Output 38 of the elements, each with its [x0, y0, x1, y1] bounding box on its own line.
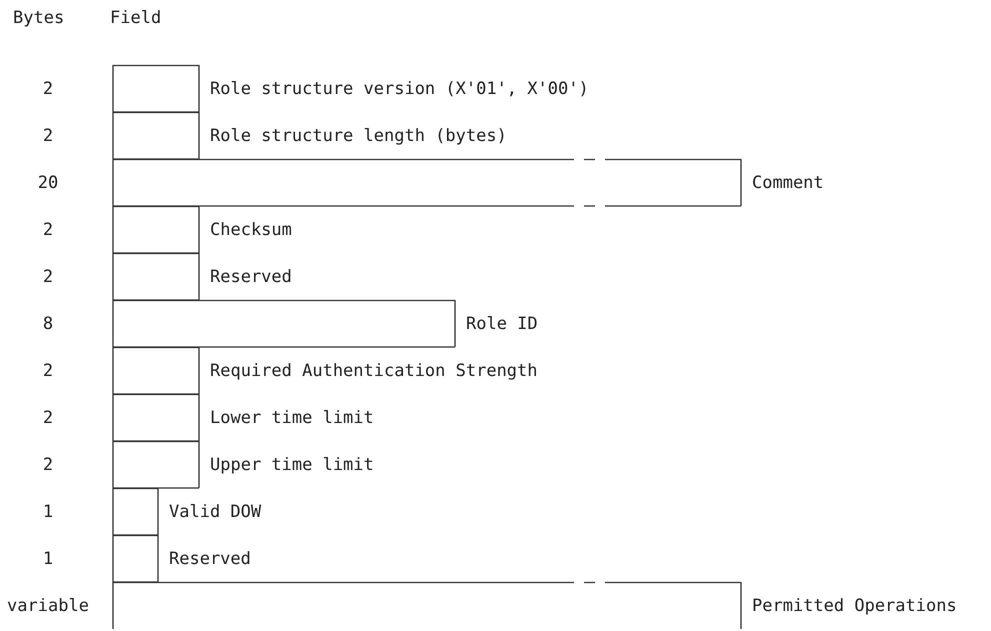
field-box [112, 535, 159, 583]
field-box [112, 441, 200, 489]
byte-count: 2 [42, 266, 54, 286]
field-box [112, 159, 742, 207]
field-name: Comment [752, 172, 824, 192]
field-name: Upper time limit [210, 454, 374, 474]
byte-count: 2 [42, 408, 54, 428]
field-name: Valid DOW [169, 502, 262, 522]
field-name: Reserved [169, 548, 251, 568]
field-name: Role structure length (bytes) [210, 126, 507, 146]
byte-count: 2 [42, 78, 54, 98]
column-header: Field [110, 8, 162, 28]
byte-count: variable [6, 596, 90, 616]
field-name: Role ID [466, 314, 538, 334]
field-box [112, 300, 456, 348]
byte-count: 8 [42, 314, 54, 334]
byte-count: 1 [42, 548, 54, 568]
field-box [112, 65, 200, 113]
column-header: Bytes [13, 8, 64, 28]
field-box [112, 112, 200, 160]
field-name: Required Authentication Strength [210, 360, 538, 380]
field-box [112, 253, 200, 301]
byte-count: 20 [36, 172, 60, 192]
byte-count: 2 [42, 360, 54, 380]
field-name: Role structure version (X'01', X'00') [210, 78, 589, 98]
byte-count: 1 [42, 502, 54, 522]
field-name: Reserved [210, 266, 292, 286]
byte-count: 2 [42, 126, 54, 146]
byte-count: 2 [42, 220, 54, 240]
field-box [112, 488, 159, 536]
field-name: Permitted Operations [752, 596, 957, 616]
field-box [112, 394, 200, 442]
field-box [112, 347, 200, 395]
byte-count: 2 [42, 454, 54, 474]
field-name: Lower time limit [210, 408, 374, 428]
field-box [112, 206, 200, 254]
field-box [112, 582, 742, 630]
field-name: Checksum [210, 220, 292, 240]
